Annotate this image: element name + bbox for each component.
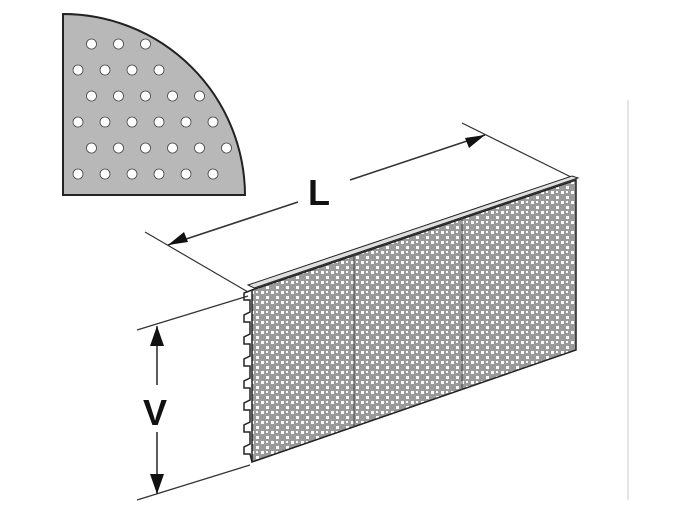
perforation-hole xyxy=(86,142,97,154)
perforation-hole xyxy=(140,38,151,50)
perforation-hole xyxy=(99,116,111,128)
arrowhead-left-icon xyxy=(168,232,188,245)
perforation-hole xyxy=(99,64,111,76)
perforation-hole xyxy=(194,90,205,102)
perforation-hole xyxy=(99,168,111,180)
perforation-hole xyxy=(113,142,124,154)
perforation-hole xyxy=(126,116,138,128)
perforation-hole xyxy=(113,90,124,102)
length-label: L xyxy=(308,172,330,213)
perforation-hole xyxy=(72,64,84,76)
perforation-hole xyxy=(207,116,219,128)
perforation-hole xyxy=(86,38,97,50)
perforation-hole xyxy=(167,90,178,102)
perforation-hole xyxy=(86,90,97,102)
length-dimension: L xyxy=(144,122,574,293)
arrowhead-up-icon xyxy=(150,326,164,346)
perforation-hole xyxy=(113,38,124,50)
height-dimension: V xyxy=(136,295,251,501)
perforation-hole xyxy=(153,64,165,76)
perforation-hole xyxy=(153,168,165,180)
perforation-hole xyxy=(72,116,84,128)
perforation-hole xyxy=(126,168,138,180)
arrowhead-right-icon xyxy=(465,135,485,148)
perforation-detail-icon xyxy=(62,12,247,196)
perforation-hole xyxy=(207,168,219,180)
perforation-hole xyxy=(140,142,151,154)
perforated-panel-icon xyxy=(243,175,580,464)
arrowhead-down-icon xyxy=(150,474,164,494)
perforation-hole xyxy=(153,116,165,128)
perforation-hole xyxy=(140,90,151,102)
height-label: V xyxy=(143,392,167,433)
perforation-hole xyxy=(180,116,192,128)
perforation-hole xyxy=(180,168,192,180)
perforation-hole xyxy=(194,142,205,154)
perforation-hole xyxy=(167,142,178,154)
perforation-hole xyxy=(221,142,232,154)
perforation-hole xyxy=(72,168,84,180)
perforation-hole xyxy=(126,64,138,76)
